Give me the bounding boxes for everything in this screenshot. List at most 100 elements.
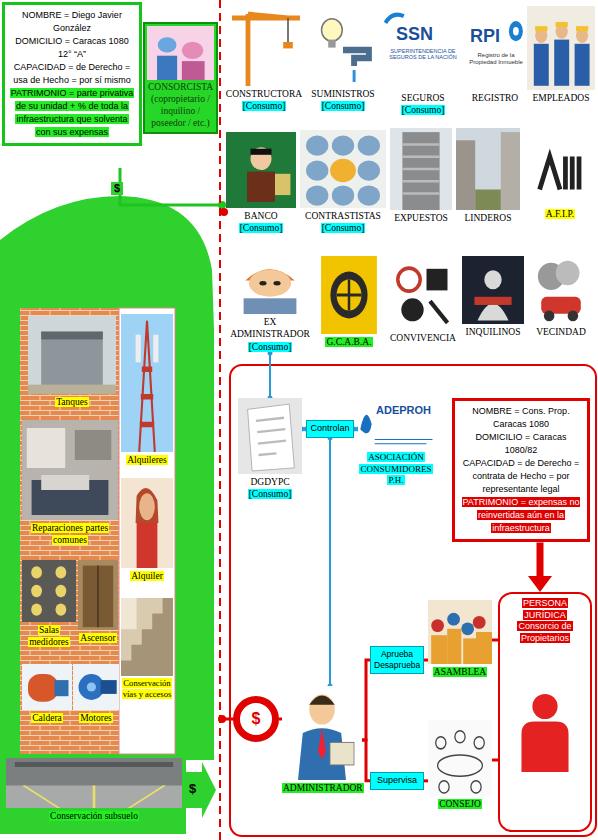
connector bbox=[424, 660, 428, 661]
node-label: DOMICILIO = Caracas 1080/82 bbox=[475, 432, 568, 455]
info-box: NOMBRE = Cons. Prop. Caracas 1080DOMICIL… bbox=[452, 398, 590, 542]
node-label: NOMBRE = Cons. Prop. Caracas 1080 bbox=[471, 406, 570, 429]
picture-shape bbox=[136, 335, 141, 363]
node-label: $ bbox=[251, 710, 262, 727]
connector-line bbox=[362, 740, 370, 781]
text-line: Conservación subsuelo bbox=[6, 810, 182, 822]
picture-shape bbox=[97, 566, 98, 628]
picture-shape bbox=[158, 37, 177, 52]
picture-shape bbox=[534, 40, 590, 86]
info-box: NOMBRE = Diego Javier GonzálezDOMICILIO … bbox=[2, 2, 142, 146]
icon-picture bbox=[528, 256, 594, 324]
connector-line bbox=[279, 718, 282, 721]
node-label: CONSTRUCTORA bbox=[225, 89, 303, 99]
expense-item: Conservación vías y accesos bbox=[121, 598, 173, 700]
control-body: DGDYPC[Consumo] bbox=[238, 398, 302, 501]
picture-shape bbox=[41, 475, 89, 490]
picture-shape bbox=[153, 335, 158, 363]
label-text: $ bbox=[186, 782, 199, 797]
picture-shape bbox=[282, 686, 362, 780]
white-strip bbox=[119, 308, 175, 754]
stakeholder: CONTRASTISTAS[Consumo] bbox=[300, 130, 386, 235]
picture-shape bbox=[475, 190, 501, 211]
arrow-head bbox=[528, 576, 552, 592]
expense-item: Reparaciones partes comunes bbox=[22, 420, 118, 547]
picture-shape bbox=[554, 40, 569, 86]
text-line: EX ADMINISTRADOR bbox=[226, 316, 314, 341]
node-label: A.F.I.P. bbox=[545, 209, 575, 219]
picture-shape bbox=[556, 22, 568, 27]
text-line: [Consumo] bbox=[401, 104, 446, 116]
text-line: EXPUESTOS bbox=[390, 212, 452, 224]
text-line: Salas medidores bbox=[22, 624, 76, 649]
icon-picture bbox=[527, 6, 595, 90]
picture-shape bbox=[182, 42, 203, 59]
picture-shape bbox=[259, 281, 266, 285]
picture-shape bbox=[322, 19, 343, 41]
node-label: [Consumo] bbox=[239, 223, 284, 233]
text-line: CONSEJO bbox=[428, 798, 492, 810]
organ: ASAMBLEA bbox=[428, 600, 492, 678]
picture-shape bbox=[401, 298, 423, 321]
picture-shape bbox=[121, 598, 173, 676]
picture-shape bbox=[139, 493, 155, 520]
action-box: Controlan bbox=[306, 420, 354, 438]
stakeholder: G.C.A.B.A. bbox=[318, 256, 380, 348]
node-label: Consorcio de Propietarios bbox=[517, 621, 572, 643]
stakeholder: EMPLEADOS bbox=[527, 6, 595, 104]
picture-shape bbox=[287, 18, 289, 42]
icon-picture bbox=[238, 398, 302, 474]
connector bbox=[424, 780, 428, 781]
picture-shape bbox=[436, 731, 485, 793]
picture-shape bbox=[462, 256, 524, 324]
picture-shape bbox=[402, 144, 439, 193]
icon-picture bbox=[226, 258, 314, 314]
node-label: DGDYPC bbox=[249, 477, 290, 487]
icon-picture bbox=[22, 420, 118, 520]
picture-shape bbox=[353, 70, 356, 82]
picture-shape bbox=[251, 147, 272, 170]
picture-shape bbox=[358, 160, 380, 180]
picture-shape bbox=[275, 174, 290, 195]
node-label: [Consumo] bbox=[242, 101, 287, 111]
node-label: Alquiler bbox=[130, 571, 164, 581]
picture-shape bbox=[360, 415, 371, 434]
picture-shape bbox=[232, 14, 300, 86]
icon-picture bbox=[526, 140, 594, 206]
icon-picture bbox=[282, 686, 362, 780]
text-line: Supervisa bbox=[373, 775, 421, 787]
node-label: SEGUROS bbox=[400, 93, 445, 103]
picture-shape bbox=[41, 332, 103, 387]
icon-picture bbox=[121, 478, 173, 568]
expense-item: Ascensor bbox=[78, 560, 118, 644]
picture-shape bbox=[6, 786, 182, 809]
picture-shape bbox=[501, 132, 520, 210]
stakeholder: EXPUESTOS bbox=[390, 128, 452, 224]
node-label: VECINDAD bbox=[535, 327, 587, 337]
picture-shape bbox=[139, 321, 155, 452]
text-line: $ bbox=[251, 710, 262, 728]
picture-shape bbox=[31, 566, 66, 616]
picture-shape bbox=[251, 149, 272, 155]
picture-shape bbox=[398, 268, 420, 291]
text-line: SEGUROS bbox=[400, 92, 445, 104]
node-label: Salas medidores bbox=[28, 625, 70, 647]
picture-shape bbox=[309, 695, 335, 704]
junction-dot bbox=[218, 715, 226, 723]
node-label: Conservación subsuelo bbox=[49, 811, 139, 821]
picture-shape bbox=[358, 185, 380, 205]
picture-shape bbox=[55, 585, 66, 597]
expense-item: Alquileres bbox=[121, 314, 173, 466]
picture-shape bbox=[513, 27, 519, 35]
picture-shape bbox=[358, 398, 434, 450]
icon-picture bbox=[6, 758, 182, 808]
picture-shape bbox=[321, 256, 377, 334]
expense-item: Tanques bbox=[28, 316, 116, 408]
picture-shape bbox=[238, 398, 302, 474]
picture-shape bbox=[436, 737, 446, 749]
icon-picture bbox=[306, 6, 380, 86]
picture-shape bbox=[15, 762, 173, 767]
action-box: Aprueba Desaprueba bbox=[370, 646, 424, 674]
node-label: CONSEJO bbox=[438, 799, 482, 809]
